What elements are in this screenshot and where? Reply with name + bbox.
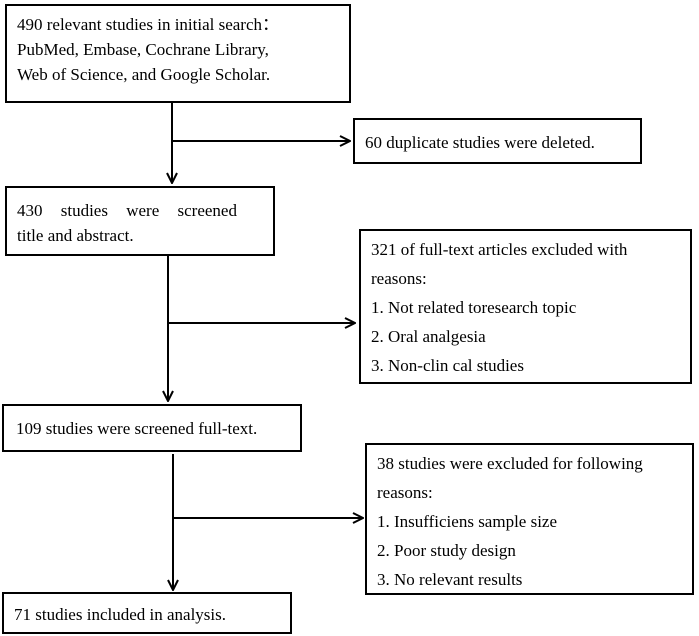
screened-title-line-1: 430 studies were screened <box>17 201 237 220</box>
excluded-2-reason-3: 3. No relevant results <box>377 570 523 589</box>
screened-fulltext-box: 109 studies were screened full-text. <box>2 404 302 452</box>
initial-search-line-3: Web of Science, and Google Scholar. <box>17 65 271 84</box>
excluded-1-reason-1: 1. Not related toresearch topic <box>371 298 577 317</box>
excluded-1-reason-2: 2. Oral analgesia <box>371 327 486 346</box>
initial-search-box: 490 relevant studies in initial search： … <box>5 4 351 103</box>
screened-title-box: 430 studies were screened title and abst… <box>5 186 275 256</box>
screened-title-line-2: title and abstract. <box>17 226 134 245</box>
initial-search-line-1: 490 relevant studies in initial search： <box>17 15 280 34</box>
included-text: 71 studies included in analysis. <box>14 605 227 624</box>
included-box: 71 studies included in analysis. <box>2 592 292 634</box>
excluded-1-line-2: reasons: <box>371 269 427 288</box>
excluded-2-line-2: reasons: <box>377 483 433 502</box>
excluded-1-reason-3: 3. Non-clin cal studies <box>371 356 524 375</box>
excluded-2-reason-2: 2. Poor study design <box>377 541 516 560</box>
initial-search-line-2: PubMed, Embase, Cochrane Library, <box>17 40 269 59</box>
excluded-reasons-box: 38 studies were excluded for following r… <box>365 443 694 595</box>
excluded-2-line-1: 38 studies were excluded for following <box>377 454 643 473</box>
excluded-1-line-1: 321 of full-text articles excluded with <box>371 240 628 259</box>
duplicates-text: 60 duplicate studies were deleted. <box>365 133 595 152</box>
excluded-fulltext-box: 321 of full-text articles excluded with … <box>359 229 692 384</box>
duplicates-box: 60 duplicate studies were deleted. <box>353 118 642 164</box>
excluded-2-reason-1: 1. Insufficiens sample size <box>377 512 558 531</box>
screened-fulltext-text: 109 studies were screened full-text. <box>16 419 258 438</box>
